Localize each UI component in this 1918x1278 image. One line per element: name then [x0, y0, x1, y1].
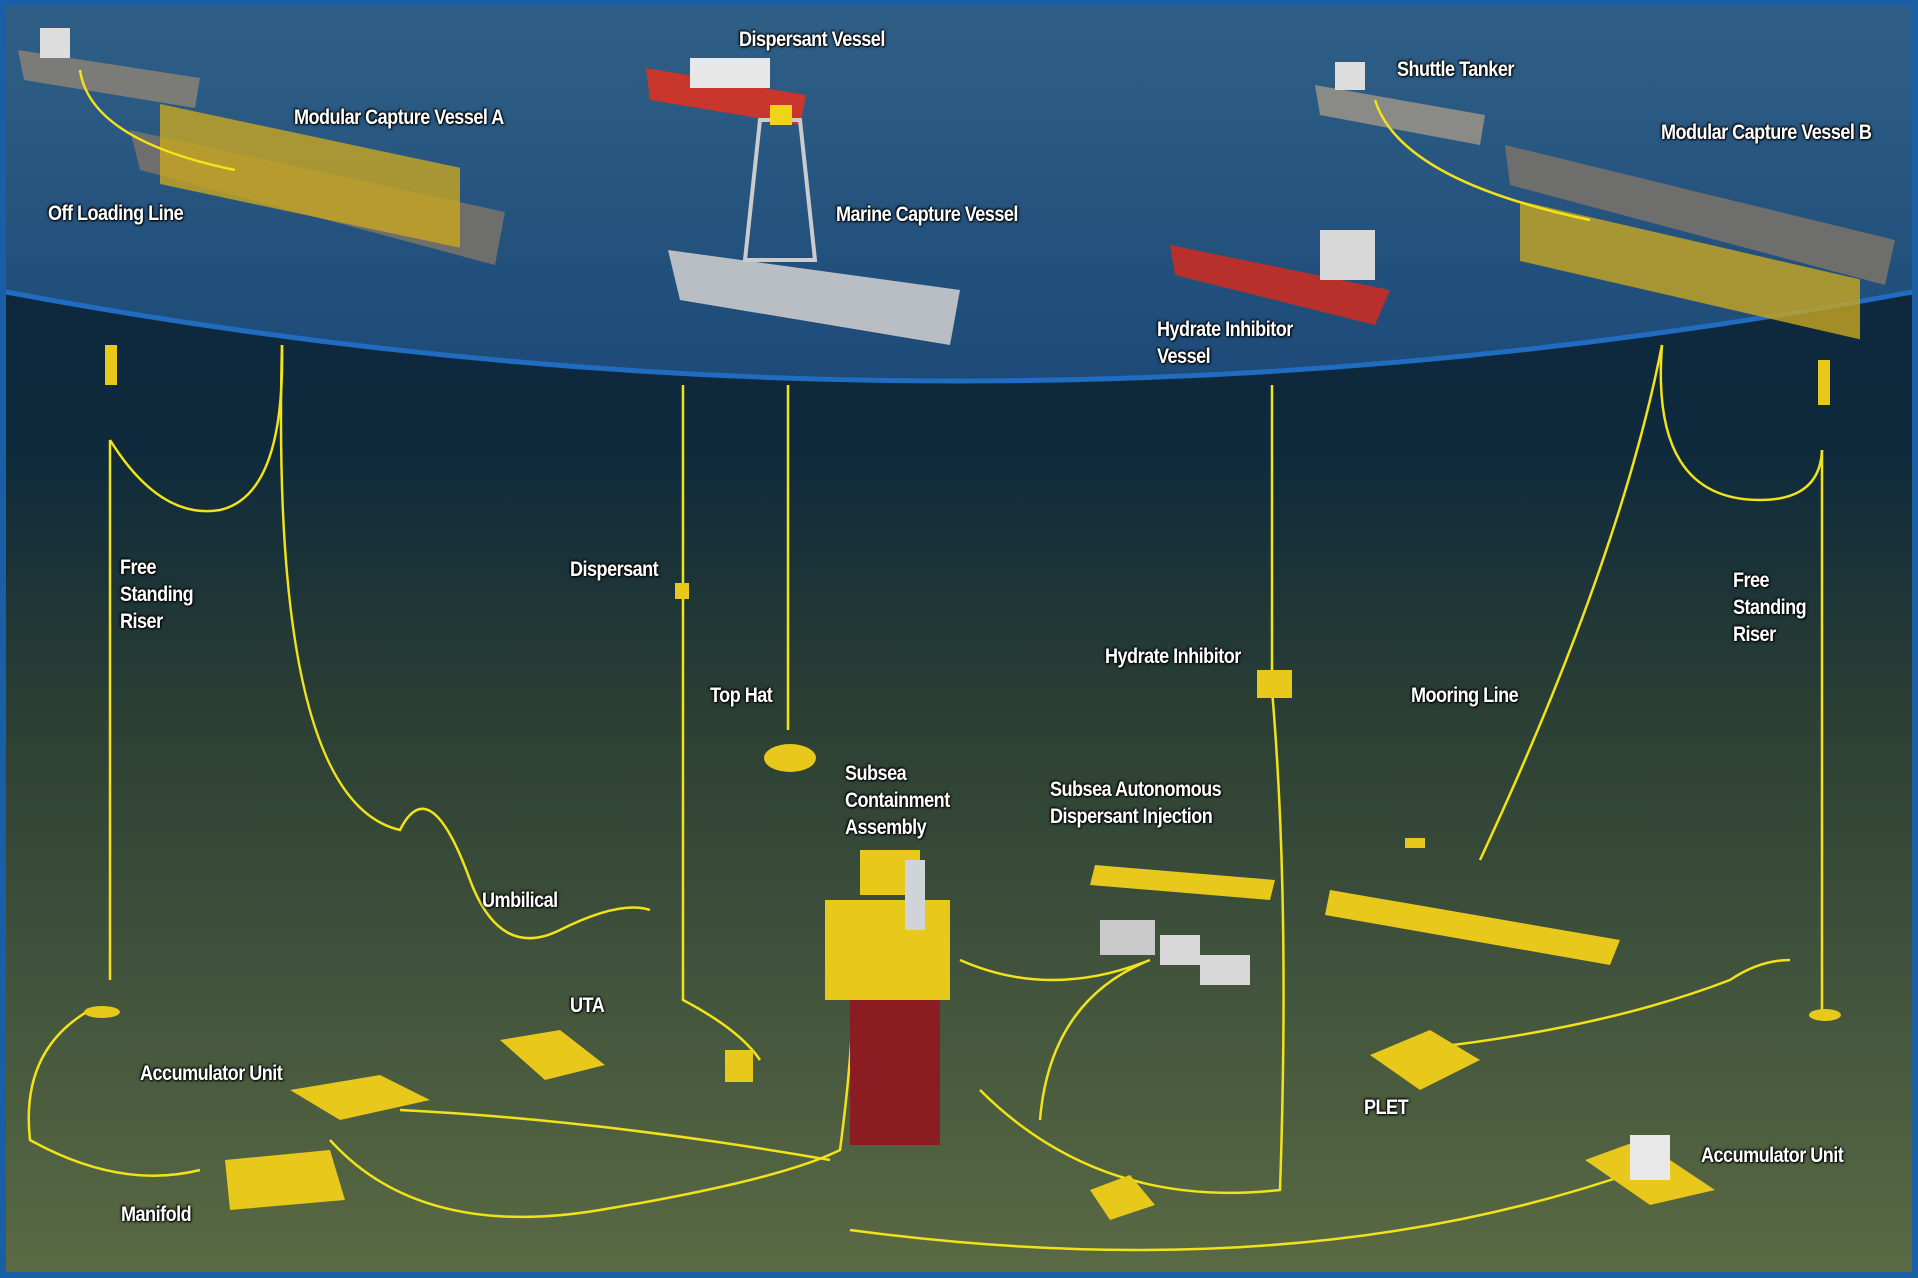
riser-jumper-right [1659, 344, 1824, 502]
mooring-line [1478, 344, 1664, 861]
uta [500, 1030, 605, 1080]
label-shuttle-tanker: Shuttle Tanker [1397, 58, 1514, 81]
buoy-left [105, 345, 117, 385]
subsea-equipment [84, 345, 1841, 1220]
shuttle-tanker-left [18, 28, 200, 108]
sea-surface [6, 6, 1912, 381]
riser-base-right [1809, 1009, 1841, 1021]
off-loading-line-b [1373, 99, 1591, 222]
umbilical [279, 344, 651, 940]
small-module [725, 1050, 753, 1082]
flowline-sadi [959, 958, 1151, 1121]
label-line: Dispersant Injection [1050, 805, 1213, 828]
label-umbilical: Umbilical [482, 889, 558, 912]
buoy-right [1818, 360, 1830, 405]
bottom-module [1090, 1175, 1155, 1220]
dispersant-line [681, 385, 762, 1061]
shuttle-tanker-right [1315, 62, 1485, 145]
waterline [5, 289, 1913, 384]
label-off-loading-line: Off Loading Line [48, 202, 184, 225]
label-modular-capture-vessel-b: Modular Capture Vessel B [1661, 121, 1872, 144]
flowline-accumulator [399, 1108, 831, 1162]
hydrate-inhibitor-module [1257, 670, 1292, 698]
modular-capture-vessel-a [130, 104, 505, 265]
label-line: Free [1733, 569, 1770, 592]
label-uta: UTA [570, 994, 605, 1017]
label-mooring-line: Mooring Line [1411, 684, 1519, 707]
label-line: Riser [120, 610, 163, 633]
top-hat [764, 744, 816, 772]
label-plet: PLET [1364, 1096, 1409, 1119]
label-marine-capture-vessel: Marine Capture Vessel [836, 203, 1018, 226]
label-line: Subsea [845, 762, 907, 785]
label-top-hat: Top Hat [710, 684, 773, 707]
label-line: Riser [1733, 623, 1776, 646]
label-line: Hydrate Inhibitor [1157, 318, 1293, 341]
hydrate-inhibitor-vessel [1170, 230, 1390, 325]
plet [1370, 1030, 1480, 1090]
sadi-modules [1090, 865, 1620, 965]
label-dispersant-vessel: Dispersant Vessel [739, 28, 885, 51]
label-dispersant: Dispersant [570, 558, 659, 581]
dispersant-vessel [646, 58, 806, 125]
label-line: Free [120, 556, 157, 579]
flowline-bottom [849, 1168, 1641, 1252]
modular-capture-vessel-b [1505, 145, 1895, 340]
flowline-plet [1409, 958, 1791, 1052]
label-modular-capture-vessel-a: Modular Capture Vessel A [294, 106, 504, 129]
label-line: Vessel [1157, 345, 1211, 368]
dispersant-module [675, 583, 689, 599]
manifold [225, 1150, 345, 1210]
bop-stack [850, 1000, 940, 1145]
label-line: Containment [845, 789, 950, 812]
accumulator-unit-left [290, 1075, 430, 1120]
riser-base-left [84, 1006, 120, 1018]
label-hydrate-inhibitor: Hydrate Inhibitor [1105, 645, 1241, 668]
off-loading-line [78, 69, 236, 172]
label-line: Standing [120, 583, 194, 606]
hydrate-inhibitor-line [979, 385, 1285, 1195]
label-manifold: Manifold [121, 1203, 192, 1226]
label-line: Assembly [845, 816, 927, 839]
containment-assembly [825, 900, 950, 1000]
riser-jumper-left [108, 344, 284, 513]
flowline-left [27, 1008, 201, 1177]
lines [27, 69, 1824, 1252]
label-line: Standing [1733, 596, 1807, 619]
label-accumulator-unit-left: Accumulator Unit [140, 1062, 283, 1085]
mooring-anchor [1405, 838, 1425, 848]
label-accumulator-unit-right: Accumulator Unit [1701, 1144, 1844, 1167]
label-line: Subsea Autonomous [1050, 778, 1222, 801]
marine-capture-vessel [668, 105, 960, 345]
